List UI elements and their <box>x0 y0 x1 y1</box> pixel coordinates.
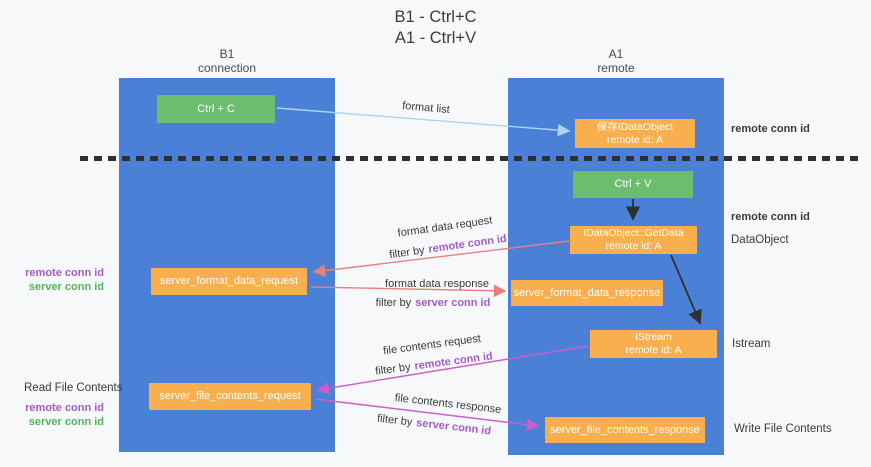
label-format-data-response: format data response <box>385 278 489 290</box>
filter-by-text: filter by <box>376 412 413 429</box>
label-filter-server-2: filter by server conn id <box>376 413 491 438</box>
node-ctrl-v: Ctrl + V <box>573 171 693 198</box>
node-server-file-contents-request: server_file_contents_request <box>149 383 311 410</box>
node-server-file-contents-response: server_file_contents_response <box>545 417 705 443</box>
filter-by-text: filter by <box>375 297 412 309</box>
right-remote-conn-id-2: remote conn id <box>731 211 810 223</box>
left-conn-id-stack-2: remote conn id server conn id <box>16 401 104 429</box>
node-getdata: IDataObject::GetData remote id: A <box>570 226 697 254</box>
file-request-label: server_file_contents_request <box>159 390 301 402</box>
ctrl-c-label: Ctrl + C <box>197 102 235 115</box>
label-filter-server-1: filter by server conn id <box>376 297 491 309</box>
lane-a1-role: remote <box>597 61 635 75</box>
istream-line2: remote id: A <box>625 344 682 356</box>
label-file-contents-response: file contents response <box>394 391 502 417</box>
left-read-file-contents-label: Read File Contents <box>24 382 123 394</box>
remote-conn-id-text: remote conn id <box>413 350 494 373</box>
save-dataobject-line1: 保存IDataObject <box>596 120 674 133</box>
right-remote-conn-id-1: remote conn id <box>731 123 810 135</box>
left-server-conn-id-1: server conn id <box>28 281 104 293</box>
getdata-line1: IDataObject::GetData <box>583 227 684 239</box>
title-line-1: B1 - Ctrl+C <box>394 8 477 26</box>
ctrl-v-label: Ctrl + V <box>614 178 652 190</box>
left-remote-conn-id-2: remote conn id <box>25 402 104 414</box>
server-conn-id-text: server conn id <box>415 297 491 309</box>
node-server-format-data-request: server_format_data_request <box>151 268 307 295</box>
left-remote-conn-id-1: remote conn id <box>25 267 104 279</box>
lane-a1-name: A1 <box>608 47 624 61</box>
diagram-title: B1 - Ctrl+C A1 - Ctrl+V <box>0 7 871 49</box>
right-dataobject-label: DataObject <box>731 234 789 246</box>
lane-b1-name: B1 <box>219 47 235 61</box>
right-istream-label: Istream <box>732 338 771 350</box>
dashed-separator <box>80 156 862 161</box>
node-ctrl-c: Ctrl + C <box>157 95 275 123</box>
filter-by-text: filter by <box>374 361 412 378</box>
right-write-file-contents-label: Write File Contents <box>734 423 832 435</box>
label-format-list: format list <box>401 99 451 117</box>
format-response-label: server_format_data_response <box>513 286 661 299</box>
format-request-label: server_format_data_request <box>159 275 299 287</box>
node-istream: IStream remote id: A <box>590 330 717 358</box>
node-save-dataobject: 保存IDataObject remote id: A <box>575 119 695 148</box>
getdata-line2: remote id: A <box>605 240 662 252</box>
save-dataobject-line2: remote id: A <box>606 133 664 146</box>
filter-by-text: filter by <box>388 244 426 262</box>
node-server-format-data-response: server_format_data_response <box>511 280 663 306</box>
remote-conn-id-text: remote conn id <box>427 232 508 256</box>
lane-header-b1: B1 connection <box>119 47 335 75</box>
lane-b1-role: connection <box>197 61 257 75</box>
istream-line1: IStream <box>635 331 672 343</box>
lane-header-a1: A1 remote <box>508 47 724 75</box>
server-conn-id-text: server conn id <box>415 417 492 438</box>
left-server-conn-id-2: server conn id <box>28 416 104 428</box>
left-conn-id-stack-1: remote conn id server conn id <box>16 266 104 294</box>
title-line-2: A1 - Ctrl+V <box>394 29 477 47</box>
file-response-label: server_file_contents_response <box>550 423 700 436</box>
